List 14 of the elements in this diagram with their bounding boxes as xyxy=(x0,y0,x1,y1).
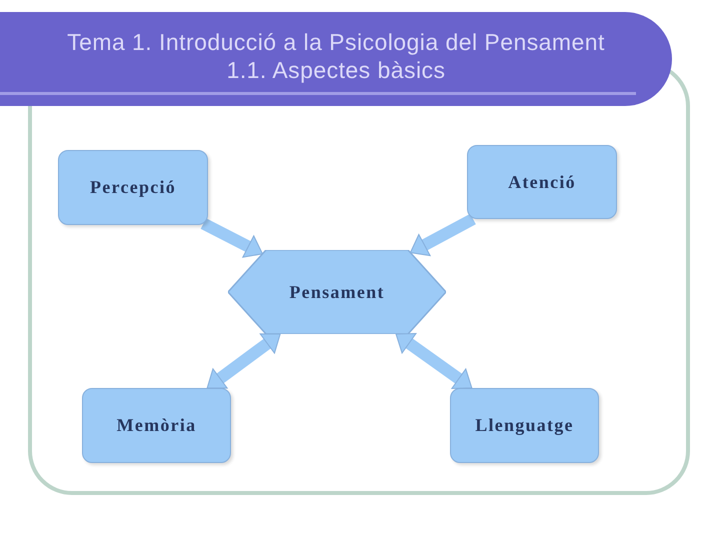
process-box xyxy=(467,145,617,219)
process-box xyxy=(82,388,231,463)
hexagon-node xyxy=(228,250,446,334)
node-label: Percepció xyxy=(90,176,176,199)
process-box xyxy=(450,388,599,463)
node-label: Pensament xyxy=(289,280,385,304)
process-box xyxy=(58,150,208,225)
block-arrow xyxy=(408,214,476,258)
node-label: Memòria xyxy=(116,414,196,437)
block-arrow xyxy=(200,218,266,260)
title: Tema 1. Introducció a la Psicologia del Pensament xyxy=(67,28,605,56)
node-label: Llenguatge xyxy=(475,414,574,437)
node-label: Atenció xyxy=(508,170,576,194)
subtitle: 1.1. Aspectes bàsics xyxy=(226,56,446,84)
